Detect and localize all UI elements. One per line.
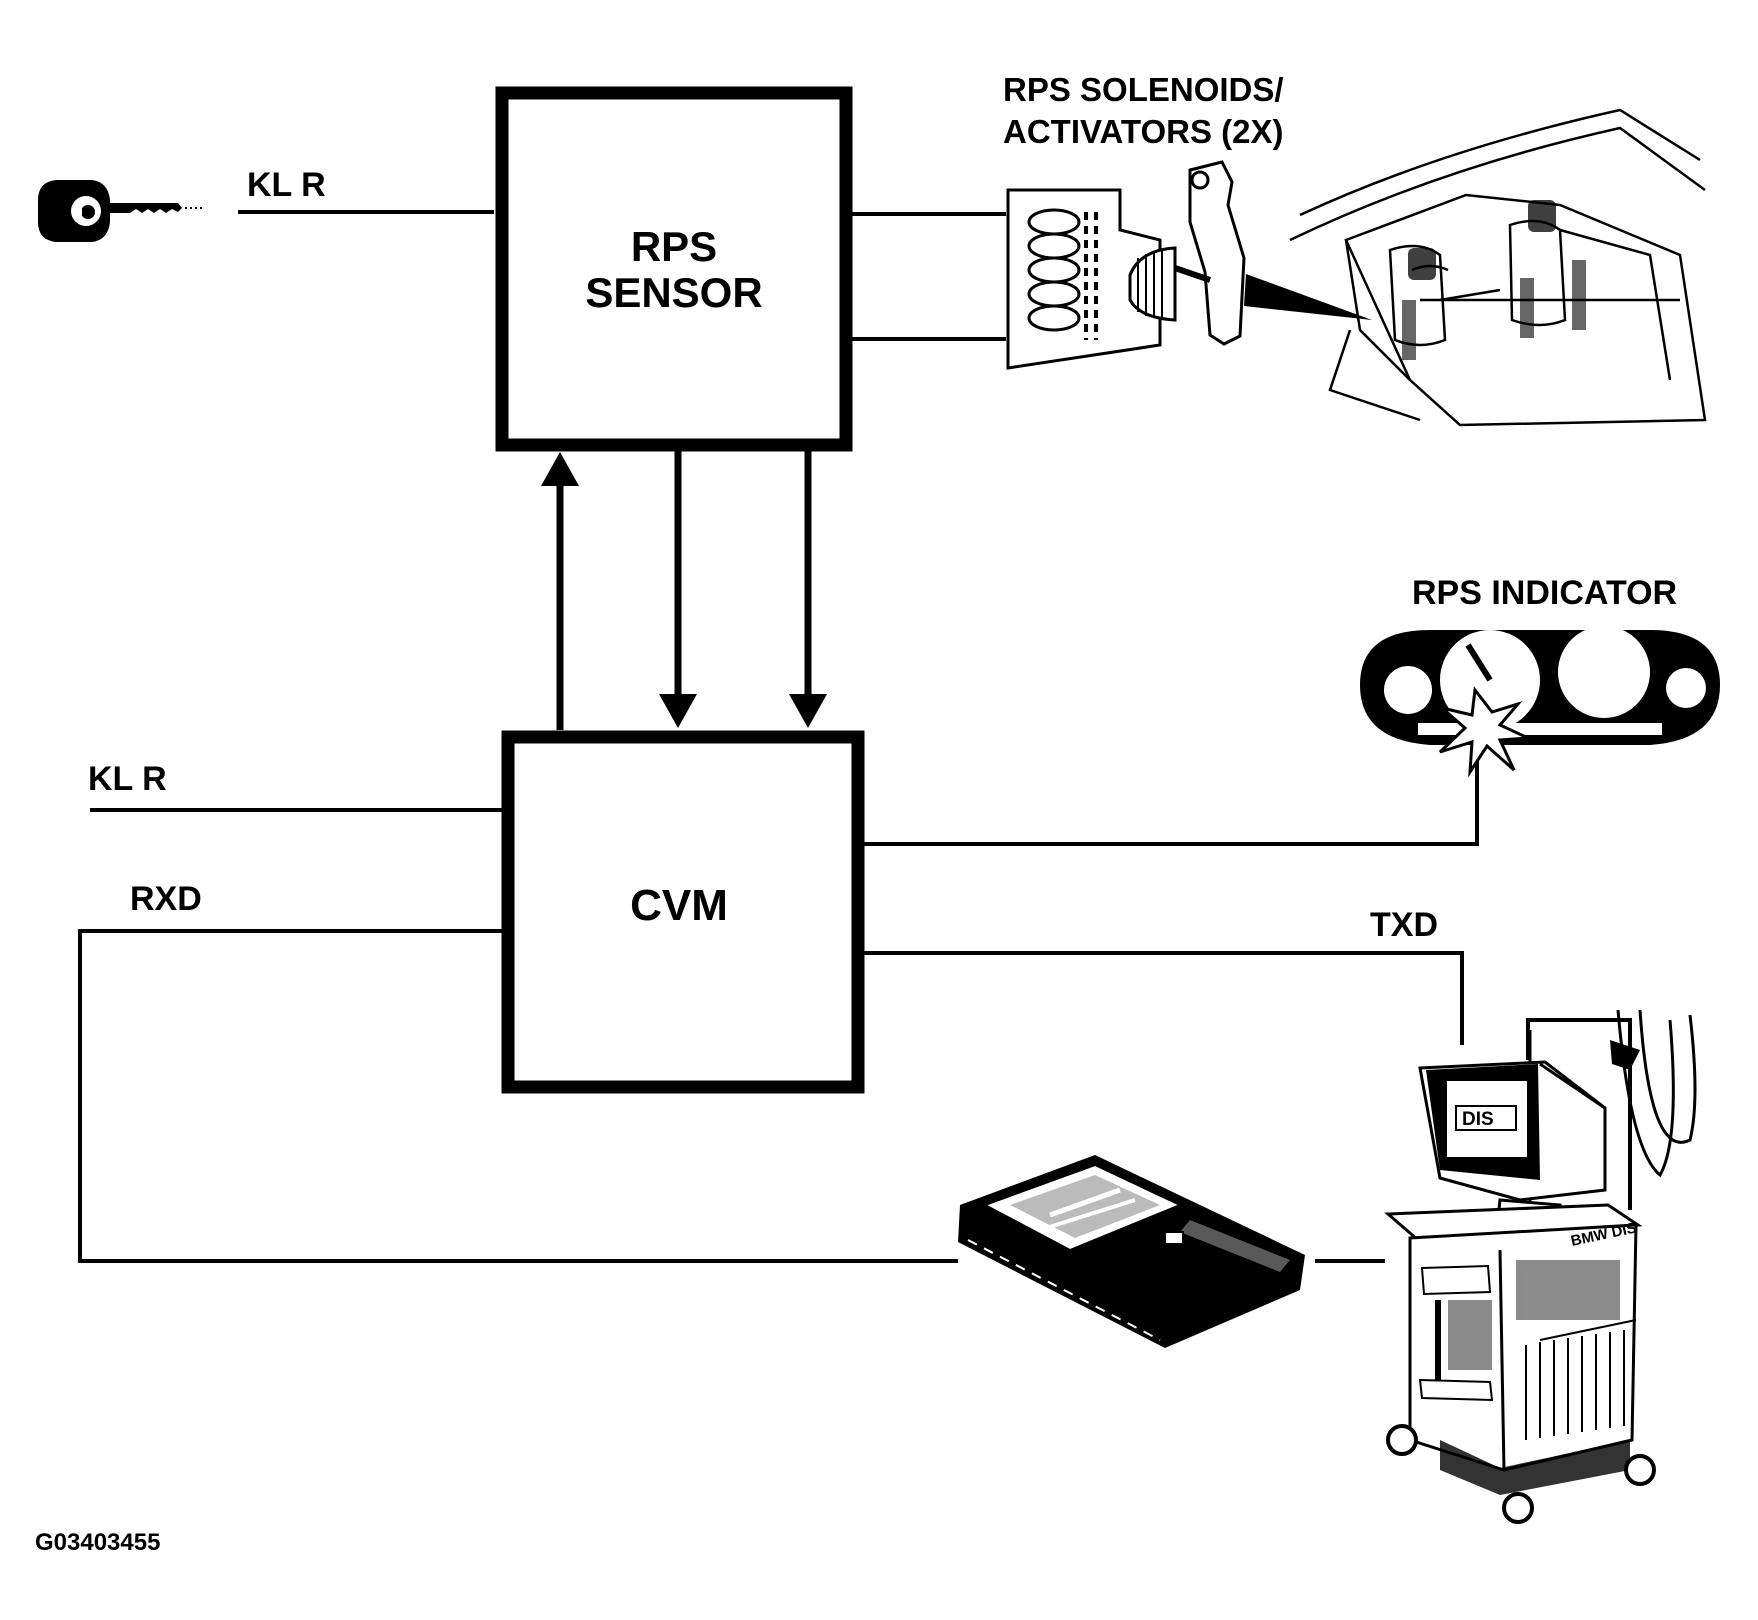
dis-screen-label: DIS — [1462, 1109, 1494, 1130]
rear-seat-icon — [1289, 108, 1707, 427]
rxd-label: RXD — [130, 880, 202, 918]
kl-r-top-label: KL R — [247, 166, 326, 204]
solenoid-activator-icon — [1006, 160, 1246, 370]
figure-id: G03403455 — [35, 1529, 160, 1556]
ignition-key-icon — [38, 180, 205, 242]
rps-sensor-label-1: RPS — [631, 223, 717, 270]
rps-indicator-label: RPS INDICATOR — [1412, 574, 1677, 612]
dis-tester-cart-icon: DIS BMW DIS — [1384, 1009, 1697, 1524]
solenoids-label-2: ACTIVATORS (2X) — [1003, 113, 1284, 150]
txd-label: TXD — [1370, 906, 1438, 944]
rear-seat-headrest-icon — [1402, 200, 1586, 360]
solenoids-label-1: RPS SOLENOIDS/ — [1003, 71, 1284, 108]
cvm-box — [501, 730, 865, 1094]
rps-sensor-box — [495, 86, 853, 452]
diagnostic-interface-icon — [958, 1155, 1305, 1348]
instrument-cluster-icon — [1360, 626, 1720, 778]
cvm-label: CVM — [630, 881, 728, 930]
rps-sensor-label-2: SENSOR — [585, 269, 762, 316]
kl-r-left-label: KL R — [88, 760, 167, 798]
